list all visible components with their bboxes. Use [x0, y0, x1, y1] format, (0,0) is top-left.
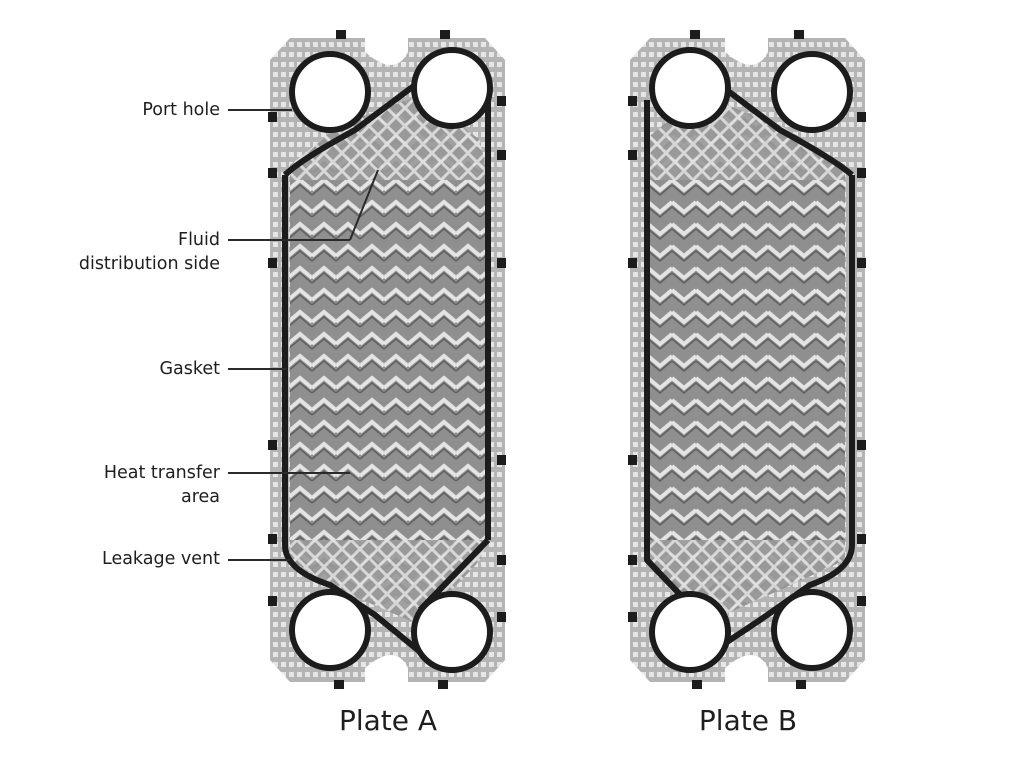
port-hole-a-bl — [289, 589, 371, 671]
port-hole-a-tr — [411, 47, 493, 129]
port-hole-a-tl — [289, 51, 371, 133]
callout-port-hole: Port hole — [142, 100, 220, 120]
plate-b — [628, 30, 866, 689]
callout-leakage-vent: Leakage vent — [102, 549, 220, 569]
callout-fluid-distribution-line2: distribution side — [78, 254, 220, 274]
plate-a — [268, 30, 506, 689]
callout-fluid-distribution-line1: Fluid — [178, 230, 220, 250]
callout-gasket: Gasket — [159, 359, 220, 379]
port-hole-b-tl — [649, 47, 731, 129]
plate-a-caption: Plate A — [338, 704, 438, 737]
plate-b-caption: Plate B — [698, 704, 798, 737]
port-hole-b-tr — [771, 51, 853, 133]
port-hole-a-br — [411, 591, 493, 673]
port-hole-b-br — [771, 589, 853, 671]
leader-lines — [228, 109, 379, 561]
gasket-b — [644, 82, 855, 663]
gasket-a — [282, 82, 491, 663]
callout-heat-transfer-line1: Heat transfer — [103, 463, 220, 483]
port-hole-b-bl — [649, 591, 731, 673]
callout-heat-transfer-line2: area — [180, 487, 220, 507]
